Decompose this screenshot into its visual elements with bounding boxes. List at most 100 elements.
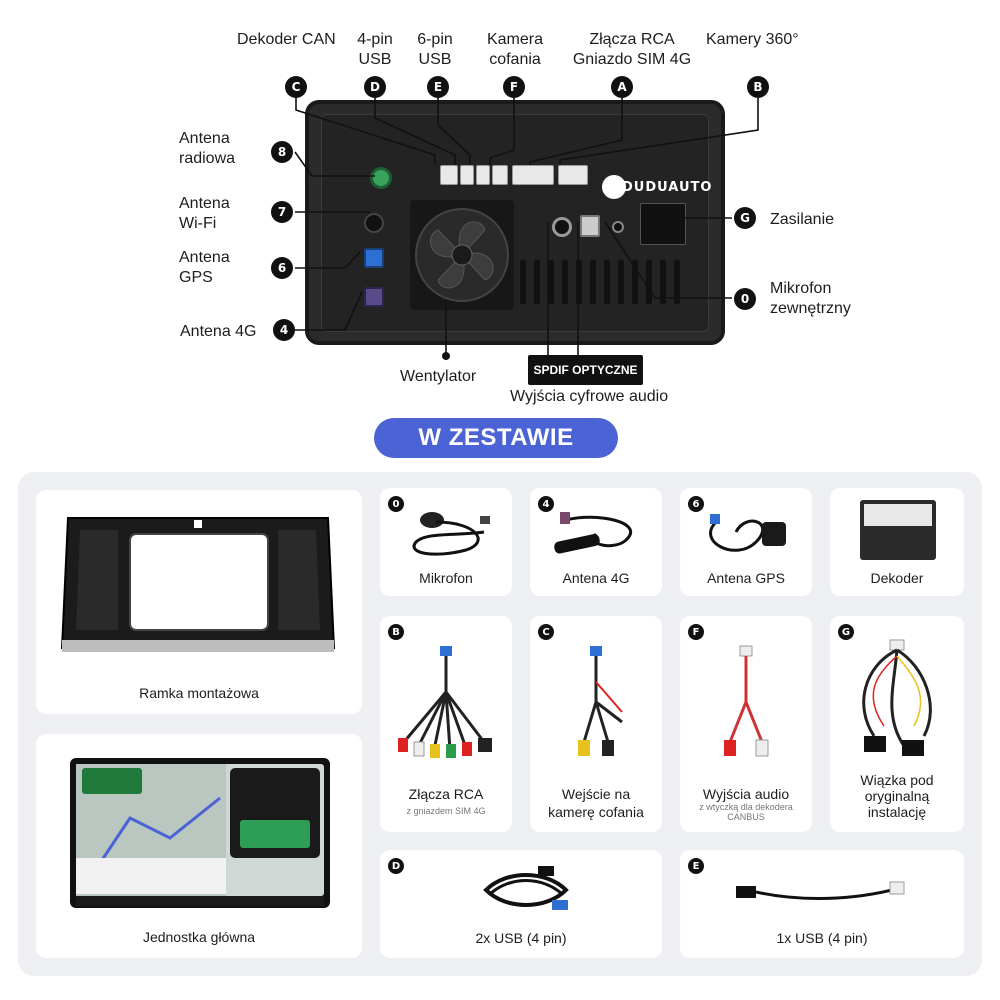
label-wiazka-line2: oryginalną xyxy=(864,788,930,804)
label-kamera-line2: kamerę cofania xyxy=(548,804,644,820)
connector-360 xyxy=(558,165,588,185)
usb-double-image xyxy=(483,866,569,910)
head-unit-image xyxy=(70,758,330,908)
badge-kit-0: 0 xyxy=(388,496,404,512)
card-wiazka: G Wiązka pod oryginalną instalację xyxy=(830,616,964,832)
badge-f: F xyxy=(503,76,525,98)
frame-image xyxy=(60,517,336,652)
badge-kit-f: F xyxy=(688,624,704,640)
card-dekoder: Dekoder xyxy=(830,488,964,596)
badge-4: 4 xyxy=(273,319,295,341)
label-audio-sub2: CANBUS xyxy=(727,812,765,822)
label-dekoder-can: Dekoder CAN xyxy=(237,31,336,48)
label-ramka: Ramka montażowa xyxy=(139,685,259,701)
label-usb2: 2x USB (4 pin) xyxy=(475,930,567,946)
badge-d: D xyxy=(364,76,386,98)
head-unit-rear: DUDUAUTO xyxy=(305,100,725,345)
label-kamera-line2: cofania xyxy=(489,51,541,68)
card-jednostka: Jednostka główna xyxy=(36,734,362,958)
antenna-gps-image xyxy=(709,514,786,552)
label-kamera-line1: Kamera xyxy=(486,31,544,48)
label-spdif: SPDIF OPTYCZNE xyxy=(528,355,643,385)
badge-7: 7 xyxy=(271,201,293,223)
spdif-port xyxy=(580,215,600,237)
label-mikrofon-line2: zewnętrzny xyxy=(770,300,851,317)
label-antena-wifi-line2: Wi-Fi xyxy=(179,215,217,232)
badge-kit-d: D xyxy=(388,858,404,874)
label-rca-line2: Gniazdo SIM 4G xyxy=(572,51,692,68)
card-audio: F Wyjścia audio z wtyczką dla dekodera C… xyxy=(680,616,812,832)
badge-0: 0 xyxy=(734,288,756,310)
badge-g: G xyxy=(734,207,756,229)
badge-6: 6 xyxy=(271,257,293,279)
badge-kit-b: B xyxy=(388,624,404,640)
radio-antenna-port xyxy=(370,167,392,189)
card-mikrofon: 0 Mikrofon xyxy=(380,488,512,596)
label-wyjscia-cyfrowe: Wyjścia cyfrowe audio xyxy=(510,388,669,405)
badge-c: C xyxy=(285,76,307,98)
label-antena-radiowa-line2: radiowa xyxy=(179,150,236,167)
label-jednostka: Jednostka główna xyxy=(142,929,256,945)
label-rca-line1: Złącza RCA xyxy=(589,31,675,48)
badge-kit-6: 6 xyxy=(688,496,704,512)
card-antena-4g: 4 Antena 4G xyxy=(530,488,662,596)
decoder-image xyxy=(860,500,936,560)
badge-8: 8 xyxy=(271,141,293,163)
label-mikrofon: Mikrofon xyxy=(419,570,473,586)
connector-usb4 xyxy=(460,165,474,185)
connector-rca xyxy=(512,165,554,185)
fan-icon xyxy=(415,208,509,302)
label-antena-radiowa-line1: Antena xyxy=(179,130,230,147)
harness-image xyxy=(862,639,932,756)
label-wiazka-line3: instalację xyxy=(867,804,927,820)
connector-can xyxy=(440,165,458,185)
kit-panel: Ramka montażowa Jednostka główna 0 Mikro… xyxy=(18,472,982,976)
microphone-image xyxy=(412,512,490,556)
card-kamera: C Wejście na kamerę cofania xyxy=(530,616,662,832)
badge-e: E xyxy=(427,76,449,98)
label-usb6-line2: USB xyxy=(418,51,452,68)
connector-usb6 xyxy=(476,165,490,185)
label-antena-gps: Antena GPS xyxy=(707,570,785,586)
label-audio-sub1: z wtyczką dla dekodera xyxy=(699,802,793,812)
label-antena-gps-line2: GPS xyxy=(179,269,213,286)
wifi-antenna-port xyxy=(364,213,384,233)
rca-cable-image xyxy=(398,646,492,758)
4g-antenna-port xyxy=(364,287,384,307)
antenna-4g-image xyxy=(554,512,632,554)
label-usb4-line2: USB xyxy=(358,51,392,68)
label-antena-4g-kit: Antena 4G xyxy=(562,570,630,586)
coax-port xyxy=(552,217,572,237)
label-zasilanie: Zasilanie xyxy=(770,211,835,228)
label-kamera-line1: Wejście na xyxy=(561,786,631,802)
badge-kit-e: E xyxy=(688,858,704,874)
usb-single-image xyxy=(736,881,905,900)
brand-logo xyxy=(602,175,626,199)
section-title: W ZESTAWIE xyxy=(374,418,618,458)
mic-port xyxy=(612,221,624,233)
label-wiazka-line1: Wiązka pod xyxy=(860,772,934,788)
audio-cable-image xyxy=(724,645,769,757)
label-audio: Wyjścia audio xyxy=(702,786,790,802)
badge-kit-g: G xyxy=(838,624,854,640)
card-rca: B Złącza RCA z gniazdem SIM 4G xyxy=(380,616,512,832)
camera-cable-image xyxy=(578,646,623,756)
label-usb4-line1: 4-pin xyxy=(357,31,393,48)
power-connector xyxy=(640,203,686,245)
label-rca: Złącza RCA xyxy=(408,786,484,802)
card-usb1: E 1x USB (4 pin) xyxy=(680,850,964,958)
connector-diagram: DUDUAUTO xyxy=(0,0,1000,420)
head-unit-panel: DUDUAUTO xyxy=(321,114,711,332)
label-mikrofon-line1: Mikrofon xyxy=(770,280,832,297)
label-usb6-line1: 6-pin xyxy=(417,31,453,48)
label-antena-gps-line1: Antena xyxy=(179,249,230,266)
label-antena-wifi-line1: Antena xyxy=(179,195,230,212)
label-dekoder: Dekoder xyxy=(870,570,924,586)
label-wentylator: Wentylator xyxy=(400,368,477,385)
connector-camera xyxy=(492,165,508,185)
badge-kit-4: 4 xyxy=(538,496,554,512)
badge-b: B xyxy=(747,76,769,98)
card-antena-gps: 6 Antena GPS xyxy=(680,488,812,596)
gps-antenna-port xyxy=(364,248,384,268)
label-kamery360: Kamery 360° xyxy=(706,31,799,48)
